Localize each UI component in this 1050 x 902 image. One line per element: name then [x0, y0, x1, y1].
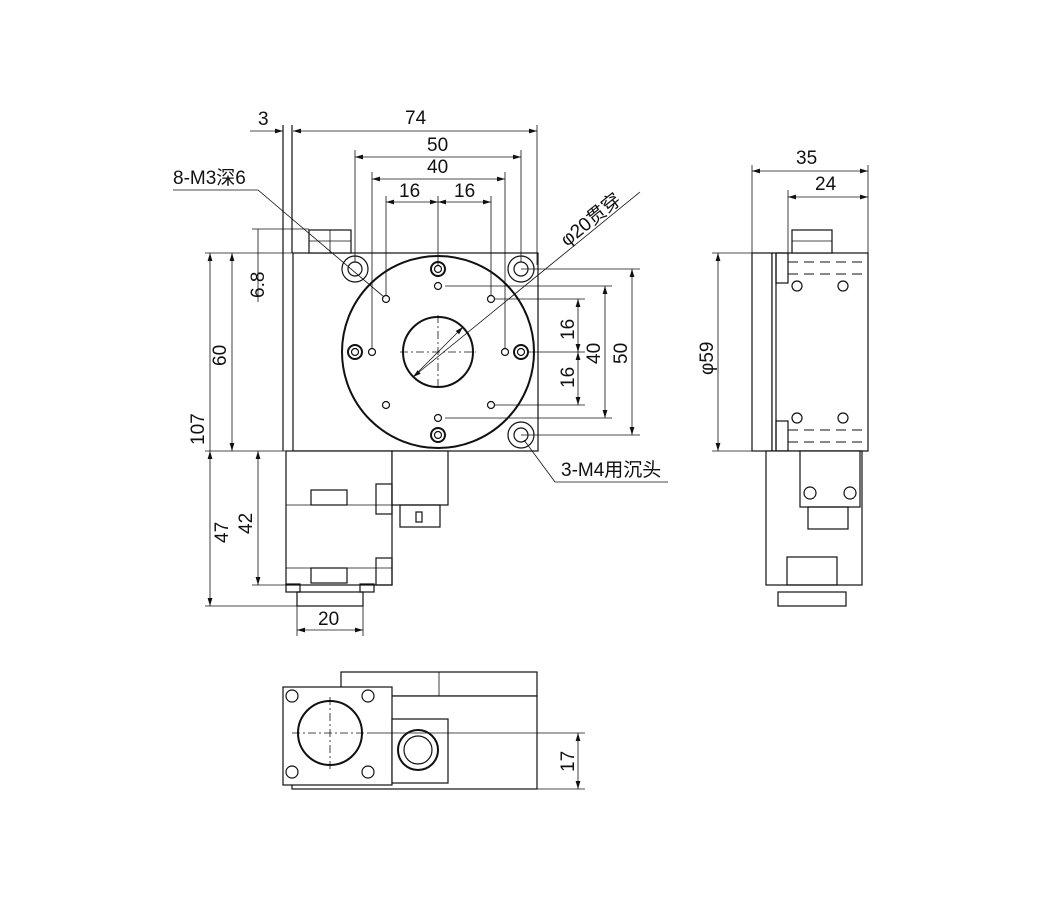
- dim-v50: 50: [611, 343, 632, 364]
- callout-m3-holes: 8-M3深6: [173, 167, 246, 189]
- motor-plate: [296, 591, 364, 607]
- dim-107: 107: [188, 413, 209, 445]
- dim-60: 60: [210, 345, 231, 366]
- m3-holes: [367, 281, 510, 423]
- dim-47: 47: [212, 522, 233, 543]
- side-view: 35 24 φ59: [697, 148, 869, 607]
- motor: [285, 450, 393, 586]
- dim-width: 74: [405, 108, 427, 129]
- dim-35: 35: [796, 148, 817, 169]
- dim-16-left: 16: [399, 181, 420, 202]
- side-flange: [751, 252, 773, 452]
- bottom-view: 17: [282, 671, 585, 790]
- motor-end: [282, 686, 393, 786]
- dim-6-8: 6.8: [248, 272, 269, 298]
- side-body: [771, 252, 869, 452]
- dim-flange: 3: [258, 109, 269, 130]
- connector-socket: [397, 729, 439, 771]
- front-dimensions: 3 74 50 40 16 16 6.8 60 107 47 42 20 16 …: [173, 108, 668, 636]
- dim-17: 17: [558, 751, 579, 772]
- dim-42: 42: [236, 513, 257, 534]
- dim-hole-50: 50: [427, 135, 448, 156]
- dim-16-right: 16: [454, 181, 475, 202]
- callout-through-hole: φ20贯穿: [556, 189, 625, 251]
- dim-v16-bottom: 16: [558, 367, 579, 388]
- dim-24: 24: [815, 174, 837, 195]
- dim-phi59: φ59: [697, 342, 718, 375]
- dim-hole-40: 40: [427, 157, 448, 178]
- dim-v16-top: 16: [558, 319, 579, 340]
- dim-v40: 40: [584, 343, 605, 364]
- connector-box: [391, 450, 449, 506]
- callout-m4-holes: 3-M4用沉头: [561, 459, 661, 481]
- dim-20: 20: [318, 609, 339, 630]
